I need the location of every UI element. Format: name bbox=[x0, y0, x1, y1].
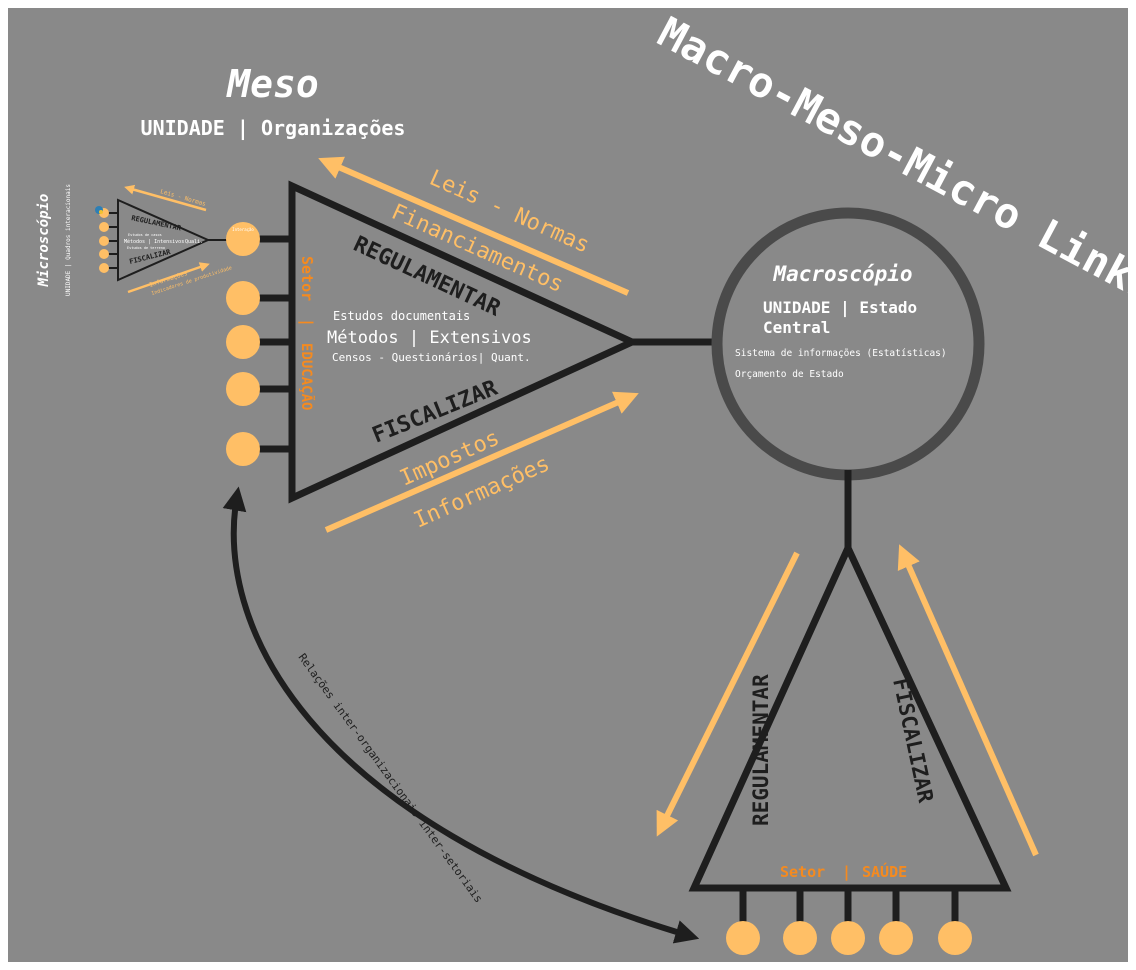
meso-setor-separator: | bbox=[297, 318, 316, 327]
meso-node-4 bbox=[226, 372, 260, 406]
micro-line-2: Métodos | Intensivos bbox=[124, 238, 184, 245]
meso-metodos: Métodos | Extensivos bbox=[327, 328, 532, 348]
macro-info-1: Sistema de informações (Estatísticas) bbox=[735, 348, 947, 359]
meso-node-5 bbox=[226, 432, 260, 466]
saude-node-5 bbox=[938, 921, 972, 955]
meso-unit: UNIDADE | Organizações bbox=[141, 116, 406, 140]
meso-arrow-top bbox=[318, 156, 630, 296]
meso-estudos: Estudos documentais bbox=[333, 309, 470, 323]
macro-circle bbox=[711, 207, 985, 481]
meso-setor-group: Setor | EDUCAÇÃO bbox=[297, 256, 316, 410]
macro-heading: Macroscópio bbox=[772, 262, 912, 286]
micro-line-3: Quali. bbox=[185, 239, 203, 245]
meso-node-3 bbox=[226, 325, 260, 359]
micro-line-4: Estudos de terreno bbox=[127, 246, 165, 250]
micro-unit: UNIDADE | Quadros interacionais bbox=[65, 184, 72, 296]
micro-arrow-bottom bbox=[127, 262, 210, 294]
micro-pins bbox=[108, 212, 118, 269]
meso-node-2 bbox=[226, 281, 260, 315]
micro-node-3 bbox=[99, 236, 109, 246]
saude-node-4 bbox=[879, 921, 913, 955]
meso-setor-word: Setor bbox=[298, 256, 316, 301]
saude-node-1 bbox=[726, 921, 760, 955]
micro-arrow-top bbox=[124, 184, 207, 212]
meso-censos: Censos - Questionários| Quant. bbox=[332, 351, 531, 364]
saude-arrow-up bbox=[897, 544, 1039, 857]
micro-node-5 bbox=[99, 263, 109, 273]
micro-logo-icon bbox=[95, 206, 103, 214]
saude-node-3 bbox=[831, 921, 865, 955]
micro-node-4 bbox=[99, 249, 109, 259]
saude-setor-label: Setor bbox=[780, 863, 825, 881]
saude-node-2 bbox=[783, 921, 817, 955]
meso-heading: Meso bbox=[225, 62, 319, 106]
macro-unit-1: UNIDADE | Estado bbox=[763, 298, 917, 318]
micro-node-2 bbox=[99, 222, 109, 232]
meso-node-interaction-label: Interação bbox=[232, 227, 254, 232]
micro-line-1: Estudos de casos bbox=[128, 233, 162, 237]
saude-setor-name: SAÚDE bbox=[862, 862, 907, 881]
saude-regulamentar: REGULAMENTAR bbox=[749, 674, 773, 826]
meso-triangle bbox=[288, 180, 641, 504]
meso-setor-name: EDUCAÇÃO bbox=[298, 343, 315, 410]
macro-unit-2: Central bbox=[763, 318, 830, 337]
meso-node-interaction bbox=[226, 222, 260, 256]
saude-setor-separator: | bbox=[842, 863, 851, 882]
saude-pins bbox=[739, 888, 959, 924]
meso-pins bbox=[258, 235, 293, 453]
relations-curve bbox=[222, 486, 700, 944]
micro-triangle bbox=[117, 198, 211, 282]
micro-heading: Microscópio bbox=[36, 194, 52, 288]
macro-info-2: Orçamento de Estado bbox=[735, 369, 844, 380]
background-panel bbox=[8, 8, 1128, 962]
